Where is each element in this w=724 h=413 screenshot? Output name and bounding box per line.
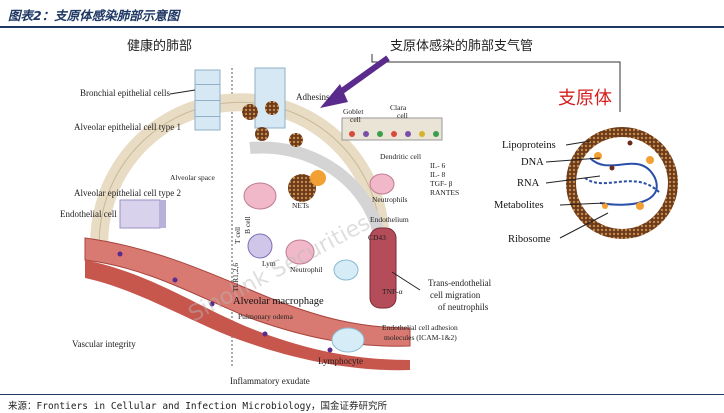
label-lym: Lym xyxy=(262,259,276,268)
blood-vessel xyxy=(84,237,411,371)
label-il8: IL- 8 xyxy=(430,170,445,179)
label-dendritic: Dendritic cell xyxy=(380,152,421,161)
label-lipoproteins: Lipoproteins xyxy=(502,140,556,151)
label-lymphocyte: Lymphocyte xyxy=(318,356,363,366)
label-edema: Pulmonary odema xyxy=(238,312,293,321)
connector-bracket xyxy=(371,54,621,112)
label-tgf: TGF- β xyxy=(430,179,453,188)
label-dna: DNA xyxy=(521,157,544,168)
label-alv1: Alveolar epithelial cell type 1 xyxy=(74,122,181,132)
figure-header: 图表2：支原体感染肺部示意图 xyxy=(0,0,724,26)
label-rna: RNA xyxy=(517,178,540,189)
label-adhesins: Adhesins xyxy=(296,92,330,102)
label-cd43: CD43 xyxy=(368,233,386,242)
label-bronchial: Bronchial epithelial cells xyxy=(80,88,170,98)
type2-cell-edge xyxy=(160,200,166,228)
label-trans-3: of neutrophils xyxy=(438,302,489,312)
label-rantes: RANTES xyxy=(430,188,459,197)
label-bcell: B cell xyxy=(243,216,252,234)
label-endothelial: Endothelial cell xyxy=(60,209,117,219)
neutrophil-blob xyxy=(243,173,395,353)
label-tcell: T cell xyxy=(233,227,242,244)
label-adhesion-1: Endothelial cell adhesion xyxy=(382,323,458,332)
bronchial-epithelium xyxy=(194,67,286,131)
title-divider xyxy=(0,26,724,28)
label-goblet-1: Goblet xyxy=(343,107,364,116)
label-clara-2: cell xyxy=(397,111,408,120)
mycoplasma-label: 支原体 xyxy=(558,88,612,109)
label-trans-2: cell migration xyxy=(430,290,481,300)
lung-infection-diagram: 健康的肺部 支原体感染的肺部支气管 xyxy=(60,38,678,386)
label-metabolites: Metabolites xyxy=(494,200,544,211)
label-ribosome: Ribosome xyxy=(508,234,551,245)
label-alv2: Alveolar epithelial cell type 2 xyxy=(74,188,181,198)
endothelium-cell xyxy=(369,227,397,309)
type2-cell xyxy=(119,199,161,229)
label-endothelium: Endothelium xyxy=(370,215,409,224)
label-adhesion-2: molecules (ICAM-1&2) xyxy=(384,333,457,342)
mycoplasma-cell xyxy=(566,127,678,239)
source-note: 来源：Frontiers in Cellular and Infection M… xyxy=(8,401,388,412)
mycoplasma-cluster xyxy=(242,101,326,202)
healthy-lung-heading: 健康的肺部 xyxy=(127,38,192,54)
infected-lung-heading: 支原体感染的肺部支气管 xyxy=(390,38,533,54)
label-exudate: Inflammatory exudate xyxy=(230,376,310,386)
label-alv-space: Alveolar space xyxy=(170,173,215,182)
alveolus xyxy=(90,93,389,259)
footer-divider xyxy=(0,394,724,395)
infection-arrow xyxy=(320,55,390,108)
goblet-clara-layer xyxy=(341,117,443,141)
label-macrophage: Alveolar macrophage xyxy=(233,296,324,307)
label-neutrophil: Neutrophil xyxy=(290,265,323,274)
leader-lines xyxy=(169,89,609,291)
figure-title: 图表2：支原体感染肺部示意图 xyxy=(8,8,180,23)
label-goblet-2: cell xyxy=(350,115,361,124)
label-vascular: Vascular integrity xyxy=(72,339,136,349)
label-neutrophils: Neutrophils xyxy=(372,195,407,204)
label-clara-1: Clara xyxy=(390,103,407,112)
label-nets: NETs xyxy=(292,201,309,210)
label-il6: IL- 6 xyxy=(430,161,445,170)
label-tnf: TNF-α xyxy=(382,287,403,296)
label-trans-1: Trans-endothelial xyxy=(428,278,492,288)
label-tlr: TLR1,2,6 xyxy=(231,263,240,292)
